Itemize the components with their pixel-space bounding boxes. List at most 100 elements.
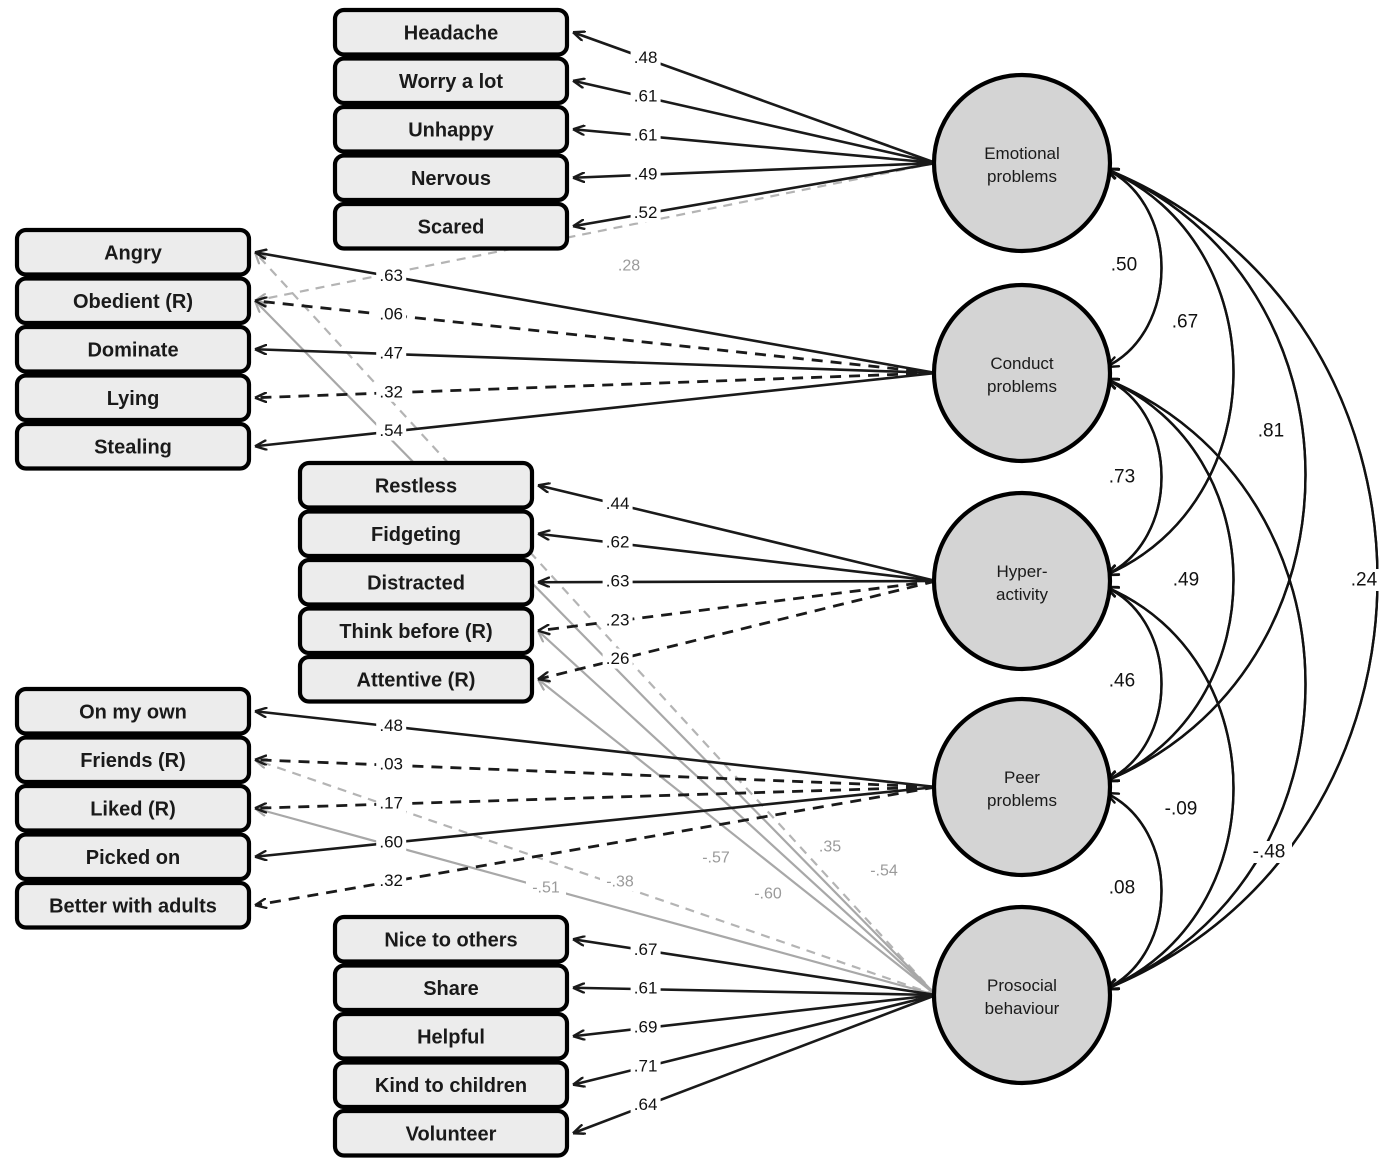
label-backdrop [602, 648, 633, 669]
loading-labels: .48.61.61.49.52.63.06.47.32.54.44.62.63.… [376, 47, 661, 1115]
label-backdrop [376, 754, 407, 775]
factor-label-line1: Hyper- [996, 562, 1047, 581]
label-backdrop [1099, 670, 1145, 692]
loading-path [538, 581, 937, 582]
loading-value: .61 [634, 126, 658, 145]
indicator-label: Lying [107, 388, 160, 410]
indicator-rect [297, 460, 535, 510]
indicator-label: Nervous [411, 168, 491, 190]
loading-path [255, 711, 937, 789]
indicator-label: Friends (R) [80, 750, 186, 772]
label-backdrop [609, 256, 649, 275]
loading-value: .60 [379, 832, 403, 851]
correlation-value: .73 [1109, 467, 1135, 488]
indicator-label: Kind to children [375, 1075, 527, 1097]
label-backdrop [630, 47, 661, 68]
loading-path [538, 579, 937, 679]
indicator-box: Better with adults [14, 880, 252, 930]
loading-value: .52 [634, 203, 658, 222]
label-backdrop [630, 1055, 661, 1076]
correlation-arc-reverse [1106, 167, 1163, 367]
indicator-label: Unhappy [408, 119, 494, 141]
loading-path [255, 785, 937, 905]
factor-label-line1: Conduct [990, 354, 1054, 373]
loading-path [573, 161, 937, 178]
loading-path [573, 81, 937, 165]
loading-value: .44 [606, 494, 630, 513]
correlation-value: .08 [1109, 878, 1135, 899]
indicator-box: Obedient (R) [14, 276, 252, 326]
loading-value: .54 [379, 421, 403, 440]
loading-value: .26 [606, 649, 630, 668]
indicator-rect [332, 153, 570, 203]
loading-value: .67 [634, 940, 658, 959]
correlation-arc-reverse [1106, 167, 1379, 989]
loading-value: .63 [606, 572, 630, 591]
label-backdrop [376, 304, 407, 325]
indicator-box: Dominate [14, 324, 252, 374]
cross-loading-value: .35 [819, 839, 841, 856]
loading-value: .32 [379, 382, 403, 401]
indicator-rect [332, 963, 570, 1013]
cross-loading-path [538, 631, 937, 996]
correlation-arc-reverse [1106, 377, 1163, 575]
loading-value: .49 [634, 164, 658, 183]
indicator-rect [332, 1060, 570, 1110]
indicator-box: Share [332, 963, 570, 1013]
indicator-box: Distracted [297, 557, 535, 607]
indicator-label: On my own [79, 701, 187, 723]
correlation-labels: .50.67.81.24.73.49-.48.46-.09.08 [1099, 254, 1387, 899]
cross-loading-path [255, 760, 937, 997]
indicator-box: Helpful [332, 1011, 570, 1061]
factor-label-line2: behaviour [985, 999, 1060, 1018]
label-backdrop [602, 493, 633, 514]
loading-path [255, 301, 937, 375]
cross-loading-path [255, 161, 937, 301]
label-backdrop [1248, 420, 1294, 442]
loading-path [573, 939, 937, 997]
indicator-rect [14, 324, 252, 374]
cross-loading-value: -.60 [754, 886, 782, 903]
factor-label-line1: Emotional [984, 144, 1060, 163]
label-backdrop [1163, 569, 1209, 591]
indicator-label: Headache [404, 22, 499, 44]
label-backdrop [376, 831, 407, 852]
factor-ellipse [931, 490, 1113, 672]
label-backdrop [630, 1094, 661, 1115]
factor-label-line2: activity [996, 585, 1048, 604]
indicator-label: Picked on [86, 847, 180, 869]
correlation-value: .24 [1351, 570, 1378, 591]
indicator-box: Kind to children [332, 1060, 570, 1110]
correlation-arc-reverse [1106, 377, 1307, 989]
cross-loading-value: -.38 [606, 874, 634, 891]
indicator-box: Angry [14, 227, 252, 277]
indicator-label: Dominate [87, 339, 178, 361]
cross-loading-path [538, 679, 937, 996]
label-backdrop [630, 939, 661, 960]
loading-path [255, 785, 937, 857]
indicator-rect [14, 880, 252, 930]
indicator-rect [14, 421, 252, 471]
label-backdrop [810, 837, 850, 856]
indicator-rect [14, 783, 252, 833]
indicator-label: Nice to others [384, 929, 517, 951]
correlation-value: .49 [1173, 570, 1199, 591]
factor-ellipse [931, 696, 1113, 878]
label-backdrop [600, 872, 640, 891]
indicator-label: Angry [104, 242, 163, 264]
label-backdrop [1341, 569, 1387, 591]
factor-ellipse [931, 72, 1113, 254]
indicator-label: Liked (R) [90, 798, 176, 820]
factor-label-line2: problems [987, 377, 1057, 396]
label-backdrop [376, 793, 407, 813]
correlation-arc-reverse [1106, 585, 1163, 781]
loading-value: .32 [379, 871, 403, 890]
label-backdrop [1099, 466, 1145, 488]
indicator-label: Obedient (R) [73, 291, 193, 313]
indicator-rect [297, 606, 535, 656]
correlation-value: -.48 [1253, 842, 1286, 863]
